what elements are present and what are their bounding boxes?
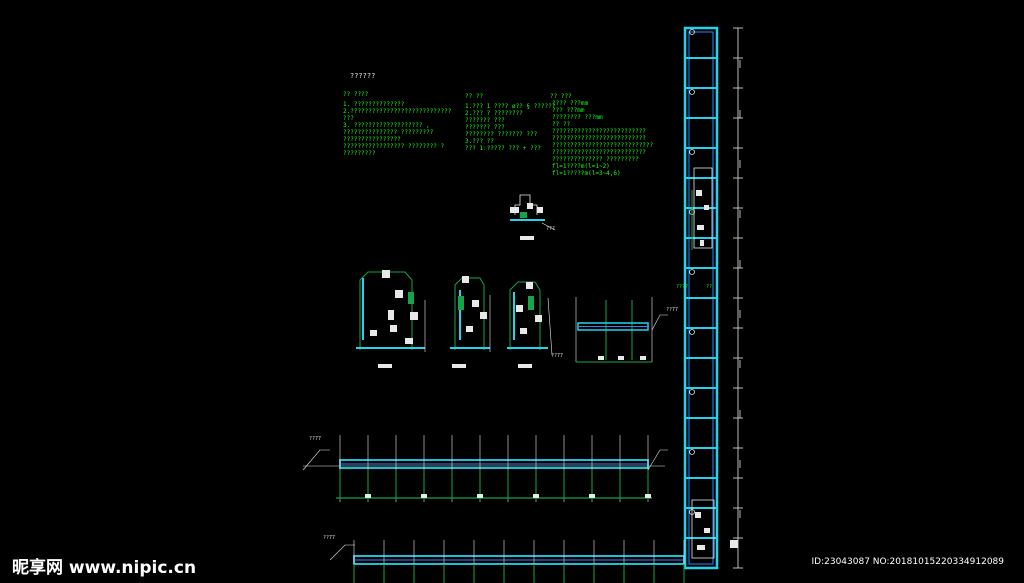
- bottom-beam-elevation: [329, 540, 685, 583]
- watermark-logo: 昵享网 www.nipic.cn: [12, 558, 197, 578]
- long-beam-node: [421, 494, 427, 498]
- long-beam-elevation: [302, 435, 668, 502]
- drawing-title: ??????: [350, 72, 376, 80]
- long-beam-node: [645, 494, 651, 498]
- elev-tag-left: ??77: [309, 436, 322, 442]
- level-marker-circle: [689, 449, 695, 455]
- note-line: ??????????????????????????: [552, 128, 646, 135]
- note-line: ????????????????? ???????? ?: [343, 143, 445, 150]
- side-text-2: ??: [706, 284, 713, 290]
- note-line: fl=1?????m(l=3~4,6): [552, 170, 621, 177]
- note-line: ???????? ???mm: [552, 114, 603, 121]
- section-tag-a: ??77: [551, 353, 564, 359]
- note-line: 2.??? ? ????????: [465, 110, 523, 117]
- section-detail-3: [507, 281, 553, 368]
- long-beam-node: [589, 494, 595, 498]
- long-beam-node: [477, 494, 483, 498]
- note-line: ???? ???mm: [552, 100, 589, 107]
- vertical-elevation-tower: [683, 26, 743, 570]
- note-line: ?? ??: [552, 121, 571, 128]
- note-line: ??? ???mm: [552, 107, 585, 114]
- note-line: ??????? ???: [465, 117, 505, 124]
- elev-tag-bottom: ??77: [323, 535, 336, 541]
- watermark-id: ID:23043087 NO:20181015220334912089: [811, 557, 1005, 567]
- note-line: ??????????????????????????: [552, 149, 646, 156]
- level-marker-circle: [689, 89, 695, 95]
- section-detail-1: [356, 270, 426, 368]
- note-line: ??????????????????????????: [552, 135, 646, 142]
- note-line: ???????? ??????? ???: [465, 131, 538, 138]
- section-tag-b: ??77: [666, 307, 679, 313]
- level-marker-circle: [689, 149, 695, 155]
- level-marker-circle: [689, 29, 695, 35]
- note-line: ???: [343, 115, 354, 122]
- long-beam-node: [533, 494, 539, 498]
- notes-col3: ???? ???mm ??? ???mm ???????? ???mm?? ??…: [552, 100, 653, 177]
- note-line: 3.??? ??: [465, 138, 494, 145]
- notes-col2: 1.??? 1 ???? ø?? § ??????2.??? ? ???????…: [465, 103, 555, 152]
- note-line: fl=1????m(l=1~2): [552, 163, 610, 170]
- notes-col1-heading: ?? ????: [343, 91, 369, 98]
- note-line: 2.????????????????????????????: [343, 108, 452, 115]
- small-beam-elevation: [575, 297, 668, 363]
- level-marker-circle: [689, 389, 695, 395]
- note-line: ????????????????: [343, 136, 401, 143]
- note-line: ??????? ???: [465, 124, 505, 131]
- note-line: 1.??? 1 ???? ø?? § ??????: [465, 103, 556, 110]
- level-marker-circle: [689, 269, 695, 275]
- note-line: ?????????????? ?????????: [552, 156, 639, 163]
- small-joint-detail: [510, 194, 556, 240]
- small-detail-tag: ???: [546, 226, 556, 232]
- notes-col2-heading: ?? ??: [465, 93, 484, 100]
- notes-col3-heading: ?? ???: [550, 93, 572, 100]
- note-line: 3. ??????????????????? ,: [343, 122, 430, 129]
- side-text-1: ????: [676, 284, 689, 290]
- long-beam-node: [365, 494, 371, 498]
- section-detail-2: [450, 276, 491, 368]
- note-line: 1. ??????????????: [343, 101, 405, 108]
- note-line: ??? 1:????? ??? + ???: [465, 145, 541, 152]
- level-marker-circle: [689, 329, 695, 335]
- note-line: ????????????????????????????: [552, 142, 654, 149]
- note-line: ??????????????? ?????????: [343, 129, 434, 136]
- note-line: ?????????: [343, 150, 376, 157]
- notes-col1: 1. ??????????????2.?????????????????????…: [343, 101, 451, 157]
